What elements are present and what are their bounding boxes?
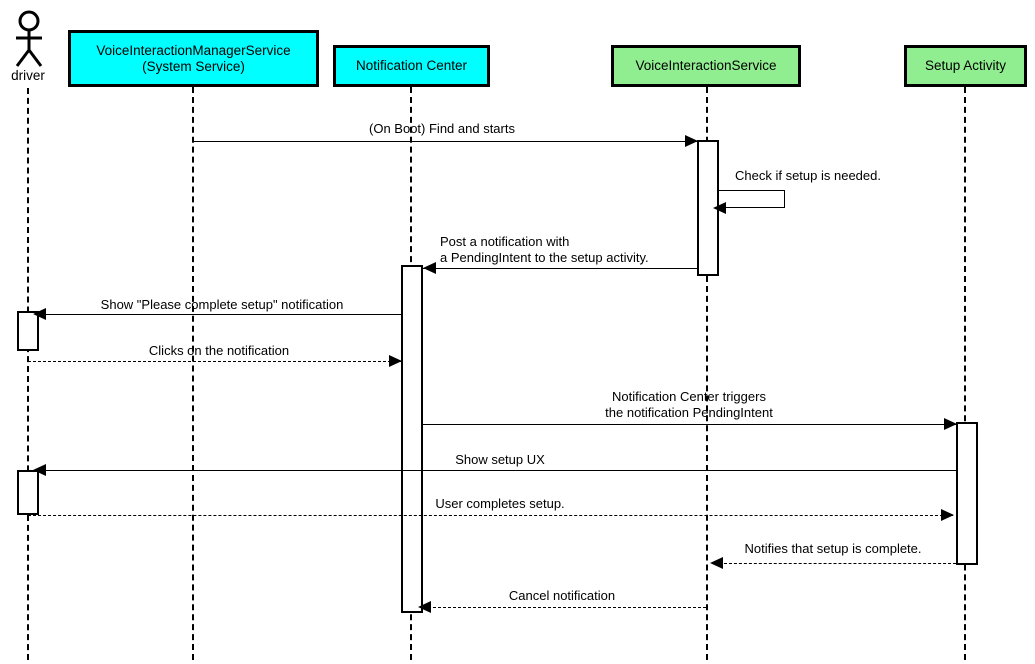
- arrowhead-left-show-please-complete-setup: [33, 308, 46, 320]
- activation-driver-2: [17, 470, 39, 515]
- arrowhead-right-on-boot: [685, 135, 698, 147]
- arrowhead-left-notifies-that-setup-is-complete: [710, 557, 723, 569]
- message-label-notification-center-triggers: Notification Center triggers the notific…: [605, 389, 773, 420]
- message-label-cancel-notification: Cancel notification: [508, 588, 616, 603]
- participant-box-setup-activity-label: Setup Activity: [924, 58, 1007, 73]
- activation-driver-1: [17, 311, 39, 351]
- message-label-check-if-setup-is-needed: Check if setup is needed.: [735, 168, 881, 183]
- participant-box-vims-label: VoiceInteractionManagerService (System S…: [96, 42, 291, 74]
- message-line-on-boot-find-and-starts: [192, 141, 698, 142]
- participant-box-vims[interactable]: VoiceInteractionManagerService (System S…: [68, 30, 319, 87]
- actor-driver: [8, 10, 50, 68]
- arrowhead-right-clicks-on-the-notification: [389, 355, 402, 367]
- participant-box-voice-interaction-service-label: VoiceInteractionService: [635, 58, 777, 73]
- message-label-clicks-on-the-notification: Clicks on the notification: [148, 343, 290, 358]
- message-line-show-please-complete-setup: [39, 314, 402, 315]
- message-label-on-boot-find-and-starts: (On Boot) Find and starts: [369, 121, 515, 136]
- message-line-user-completes-setup: [28, 515, 953, 516]
- message-label-show-setup-ux: Show setup UX: [455, 452, 545, 467]
- stick-figure-icon: [15, 10, 43, 67]
- lifeline-driver: [27, 88, 29, 660]
- message-selfcall-check-if-setup-is-needed: [719, 190, 785, 208]
- message-label-post-a-notification: Post a notification with a PendingIntent…: [440, 234, 649, 265]
- arrowhead-right-user-completes-setup: [941, 509, 954, 521]
- message-line-show-setup-ux: [39, 470, 957, 471]
- message-label-notifies-that-setup-is-complete: Notifies that setup is complete.: [744, 541, 922, 556]
- activation-notification-center: [401, 265, 423, 613]
- participant-box-notification-center[interactable]: Notification Center: [333, 45, 490, 87]
- message-line-post-a-notification: [423, 268, 699, 269]
- arrowhead-left-cancel-notification: [418, 601, 431, 613]
- lifeline-voice-interaction-service: [706, 87, 708, 660]
- participant-box-setup-activity[interactable]: Setup Activity: [904, 45, 1027, 87]
- message-label-show-please-complete-setup: Show "Please complete setup" notificatio…: [100, 297, 344, 312]
- actor-driver-label: driver: [11, 68, 45, 83]
- activation-setup-activity: [956, 422, 978, 565]
- message-line-notification-center-triggers: [423, 424, 957, 425]
- message-line-notifies-that-setup-is-complete: [719, 563, 956, 564]
- lifeline-setup-activity: [964, 87, 966, 660]
- message-line-clicks-on-the-notification: [28, 361, 401, 362]
- message-label-user-completes-setup: User completes setup.: [435, 496, 565, 511]
- arrowhead-left-check-if-setup: [713, 202, 726, 214]
- participant-box-notification-center-label: Notification Center: [355, 58, 468, 73]
- arrowhead-left-post-a-notification: [423, 262, 436, 274]
- message-line-cancel-notification: [423, 607, 706, 608]
- arrowhead-right-notification-center-triggers: [944, 418, 957, 430]
- arrowhead-left-show-setup-ux: [33, 464, 46, 476]
- participant-box-voice-interaction-service[interactable]: VoiceInteractionService: [611, 45, 801, 87]
- lifeline-vims: [192, 87, 194, 660]
